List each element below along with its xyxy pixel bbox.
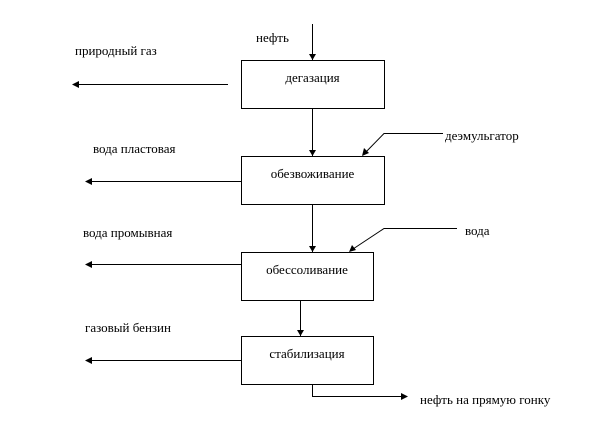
connector-3-4-arrowhead: [297, 330, 304, 336]
stage-box-desalting: [241, 252, 374, 301]
reagent-line-demulsifier: [362, 133, 443, 156]
reagent-arrowhead-demulsifier: [362, 148, 369, 156]
stage-label-desalting: обессоливание: [266, 262, 348, 277]
byproduct-label-wash-water: вода промывная: [83, 225, 172, 240]
reagent-label-demulsifier: деэмульгатор: [445, 128, 519, 143]
byproduct-label-gas-gasoline: газовый бензин: [85, 320, 171, 335]
reagent-arrowhead-water: [349, 245, 356, 252]
byproduct-arrowhead-wash-water: [85, 261, 92, 268]
output-label: нефть на прямую гонку: [420, 392, 551, 407]
reagent-line-water: [349, 228, 457, 252]
byproduct-label-natural-gas: природный газ: [75, 43, 157, 58]
reagent-label-water: вода: [465, 223, 490, 238]
stage-label-stabilization: стабилизация: [269, 346, 344, 361]
output-arrowhead: [401, 393, 408, 400]
input-label: нефть: [256, 30, 289, 45]
byproduct-arrowhead-natural-gas: [72, 81, 79, 88]
output-arrow-line: [312, 384, 402, 397]
byproduct-arrowhead-gas-gasoline: [85, 357, 92, 364]
connector-2-3-arrowhead: [309, 246, 316, 252]
input-arrowhead: [309, 54, 316, 60]
connector-1-2-arrowhead: [309, 150, 316, 156]
byproduct-arrowhead-formation-water: [85, 178, 92, 185]
stage-label-dewatering: обезвоживание: [271, 166, 355, 181]
stage-box-dewatering: [241, 156, 385, 205]
stage-box-stabilization: [241, 336, 374, 385]
byproduct-label-formation-water: вода пластовая: [93, 141, 176, 156]
stage-label-degassing: дегазация: [285, 70, 339, 85]
